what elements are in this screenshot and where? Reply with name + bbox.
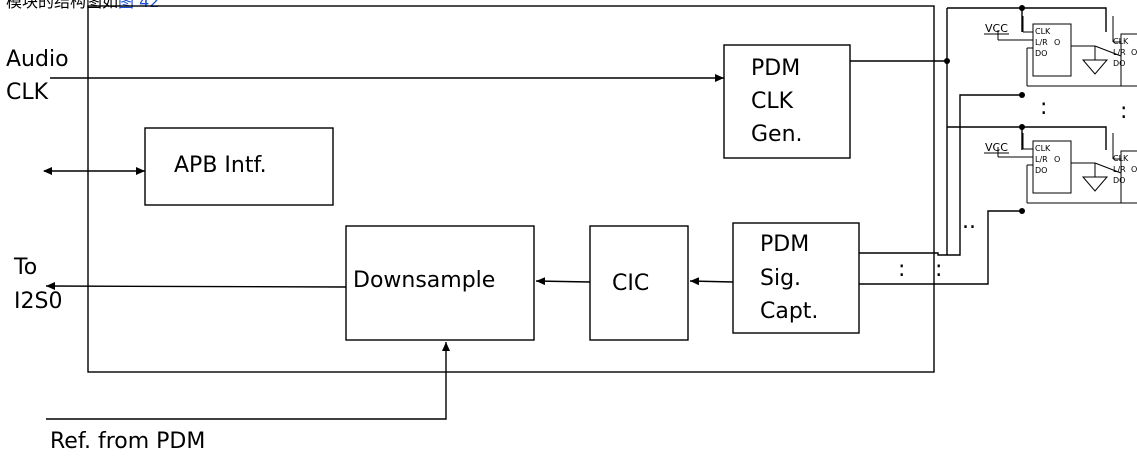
pdm-sig-capt-label-2: Sig. <box>760 266 801 291</box>
mic4-pin-do: DO <box>1113 176 1125 185</box>
ellipsis-mic-col1: : <box>1040 95 1047 120</box>
mic2-pin-o: O <box>1131 48 1137 57</box>
ellipsis-mic-col2: : <box>1120 99 1127 124</box>
mic2-pin-lr: L/R <box>1113 48 1126 57</box>
downsample-label: Downsample <box>353 268 495 293</box>
mic3-pin-o: O <box>1054 155 1060 164</box>
pdm-clk-gen-block <box>723 44 851 159</box>
mic4-pin-clk: CLK <box>1113 154 1129 163</box>
caption-fragment: 模块的结构图如 <box>6 0 118 11</box>
pdm-module-boundary <box>87 5 935 373</box>
ref-from-pdm-label: Ref. from PDM <box>50 429 205 454</box>
audio-clk-label-2: CLK <box>6 80 49 105</box>
cic-to-downsample-arrow <box>535 277 591 286</box>
to-i2s0-label-1: To <box>13 255 37 280</box>
mic1-pin-lr: L/R <box>1035 38 1048 47</box>
mic3-pin-lr: L/R <box>1035 155 1048 164</box>
cic-label: CIC <box>612 271 649 296</box>
cic-block <box>589 225 689 341</box>
mic3-pin-clk: CLK <box>1035 144 1051 153</box>
mic1-pin-o: O <box>1054 38 1060 47</box>
mic1-pin-clk: CLK <box>1035 27 1051 36</box>
mic2-pin-do: DO <box>1113 59 1125 68</box>
mic4-pin-o: O <box>1131 165 1137 174</box>
vcc-label-1: VCC <box>985 22 1008 35</box>
mic2-pin-clk: CLK <box>1113 37 1129 46</box>
to-i2s0-label-2: I2S0 <box>14 289 62 314</box>
apb-intf-block <box>144 127 334 206</box>
audio-clk-label-1: Audio <box>6 47 69 72</box>
pdm-clk-gen-label-3: Gen. <box>751 122 803 147</box>
capt-to-cic-arrow <box>689 277 734 286</box>
mic3-pin-do: DO <box>1035 166 1047 175</box>
pdm-sig-capt-label-1: PDM <box>760 232 809 257</box>
mic1-pin-do: DO <box>1035 49 1047 58</box>
ellipsis-capt-2: : <box>935 257 942 282</box>
ellipsis-horizontal: .. <box>962 209 976 234</box>
apb-intf-label: APB Intf. <box>174 153 267 178</box>
pdm-sig-capt-block <box>732 222 860 334</box>
vcc-label-2: VCC <box>985 141 1008 154</box>
pdm-sig-capt-label-3: Capt. <box>760 299 818 324</box>
ref-from-pdm-arrow <box>46 342 450 420</box>
downsample-block <box>345 225 535 341</box>
pdm-clk-gen-label-2: CLK <box>751 89 794 114</box>
mic-data-wire-2 <box>859 210 1022 285</box>
ellipsis-capt-1: : <box>898 257 905 282</box>
pdm-clk-gen-label-1: PDM <box>751 56 800 81</box>
to-i2s0-arrow <box>45 282 347 291</box>
mic4-pin-lr: L/R <box>1113 165 1126 174</box>
mic-data-wire-1 <box>859 94 1022 256</box>
